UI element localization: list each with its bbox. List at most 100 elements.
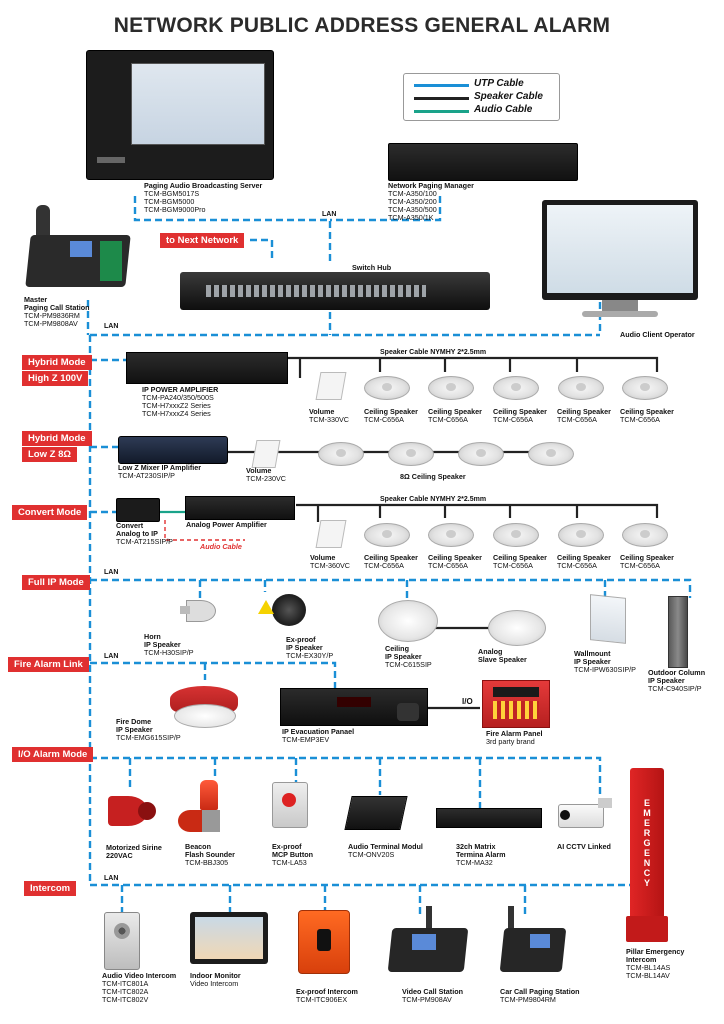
pillar-emergency-intercom-image: EMERGENCY xyxy=(626,768,668,944)
tag-hybrid-high-1: Hybrid Mode xyxy=(22,355,92,370)
ceiling-speaker-image xyxy=(388,442,434,466)
mcp-button-image xyxy=(272,782,308,828)
horn-speaker-image xyxy=(180,598,218,622)
ceiling-speaker-image xyxy=(428,523,474,547)
volume-control-icon xyxy=(315,520,347,548)
matrix-label: 32ch Matrix Termina Alarm TCM-MA32 xyxy=(456,842,506,867)
wallmount-label: Wallmount IP Speaker TCM-IPW630SIP/P xyxy=(574,649,636,674)
master-call-station-image xyxy=(20,205,131,290)
tag-full-ip: Full IP Mode xyxy=(22,575,90,590)
client-label: Audio Client Operator xyxy=(620,330,695,339)
exproof-horn-image xyxy=(258,592,308,628)
lan-label-full-ip: LAN xyxy=(104,569,119,576)
ceiling-speaker-image xyxy=(622,376,668,400)
tag-hybrid-high-2: High Z 100V xyxy=(22,371,89,386)
tag-io-alarm: I/O Alarm Mode xyxy=(12,747,94,762)
speaker-cable-high xyxy=(285,356,659,378)
server-screen xyxy=(131,63,265,145)
column-label: Outdoor Column IP Speaker TCM-C940SIP/P xyxy=(648,668,706,693)
video-call-label: Video Call Station TCM-PM908AV xyxy=(402,987,463,1004)
switch-label: Switch Hub xyxy=(352,263,392,272)
mcp-label: Ex-proof MCP Button TCM-LA53 xyxy=(272,842,313,867)
pillar-label: Pillar Emergency Intercom TCM-BL14AS TCM… xyxy=(626,947,685,980)
lan-cable-next xyxy=(250,238,274,262)
indoor-monitor-image xyxy=(190,912,268,964)
fire-alarm-panel-image xyxy=(482,680,550,728)
switch-hub-image xyxy=(180,272,490,310)
legend-speaker-label: Speaker Cable xyxy=(474,91,543,102)
legend-utp-swatch xyxy=(414,84,469,87)
client-monitor-image xyxy=(542,200,698,320)
hybrid-low-amp-label: Low Z Mixer IP Amplifier TCM-AT230SIP/P xyxy=(118,463,202,480)
audio-cable-note: Audio Cable xyxy=(200,542,242,551)
ceiling-speaker-image xyxy=(364,376,410,400)
audio-video-intercom-image xyxy=(104,912,140,970)
ceiling-speaker-image xyxy=(493,376,539,400)
converter-label: Convert Analog to IP TCM-AT215SIP/P xyxy=(116,521,173,546)
ceiling-speaker-image xyxy=(528,442,574,466)
ip-power-amplifier-image xyxy=(126,352,288,384)
siren-label: Motorized Sirine 220VAC xyxy=(106,843,162,860)
lan-label-fire: LAN xyxy=(104,653,119,660)
ceiling-speaker-image xyxy=(458,442,504,466)
lan-label-2: LAN xyxy=(104,323,119,330)
lan-label-top: LAN xyxy=(322,211,337,218)
fire-dome-speaker-image xyxy=(170,680,238,728)
audio-terminal-module-image xyxy=(344,796,408,830)
ceiling-ip-speaker-image xyxy=(378,600,438,642)
legend-audio-swatch xyxy=(414,110,469,113)
legend-utp-label: UTP Cable xyxy=(474,78,524,89)
convert-volume-label: Volume TCM-360VC xyxy=(310,553,350,570)
lan-cable-server xyxy=(133,196,332,262)
column-speaker-image xyxy=(668,596,688,668)
server-label: Paging Audio Broadcasting Server TCM-BGM… xyxy=(144,181,263,214)
fire-panel-label: Fire Alarm Panel 3rd party brand xyxy=(486,729,543,746)
cctv-camera-image xyxy=(558,798,614,828)
ceiling-speaker-image xyxy=(318,442,364,466)
wallmount-speaker-image xyxy=(590,594,626,644)
terminal-label: Audio Terminal Modul TCM-ONV20S xyxy=(348,842,423,859)
evac-panel-label: IP Evacuation Panael TCM-EMP3EV xyxy=(282,727,355,744)
paging-manager-image xyxy=(388,143,578,181)
convert-cable-note: Speaker Cable NYMHY 2*2.5mm xyxy=(380,496,487,503)
ceiling-speaker-image xyxy=(622,523,668,547)
analog-slave-speaker-image xyxy=(488,610,546,646)
broadcasting-server-image xyxy=(86,50,274,180)
analog-to-ip-converter-image xyxy=(116,498,160,522)
volume-control-icon xyxy=(251,440,281,468)
hybrid-low-volume-label: Volume TCM-230VC xyxy=(246,466,286,483)
lan-io xyxy=(90,756,602,798)
ceiling-speaker-image xyxy=(364,523,410,547)
emergency-text: EMERGENCY xyxy=(643,798,651,888)
cable-legend: UTP Cable Speaker Cable Audio Cable xyxy=(403,73,560,121)
ex-warning-icon xyxy=(258,600,274,614)
tag-hybrid-low-1: Hybrid Mode xyxy=(22,431,92,446)
matrix-alarm-image xyxy=(436,808,542,828)
hybrid-high-cable-note: Speaker Cable NYMHY 2*2.5mm xyxy=(380,349,487,356)
hybrid-high-volume-label: Volume TCM-330VC xyxy=(309,407,349,424)
lan-cable-manager xyxy=(330,196,442,222)
car-call-station-image xyxy=(498,906,568,976)
legend-speaker-swatch xyxy=(414,97,469,100)
io-link-label: I/O xyxy=(462,697,473,706)
video-call-station-image xyxy=(386,906,469,976)
lan-intercom xyxy=(90,860,652,887)
legend-audio-label: Audio Cable xyxy=(474,104,533,115)
cctv-label: AI CCTV Linked xyxy=(557,842,611,851)
audio-cable-legend-dash xyxy=(164,520,245,541)
ceiling-speaker-image xyxy=(493,523,539,547)
lan-full-ip xyxy=(90,578,692,598)
ceiling-speaker-image xyxy=(558,523,604,547)
analog-slave-label: Analog Slave Speaker xyxy=(478,647,527,664)
car-call-label: Car Call Paging Station TCM-PM9804RM xyxy=(500,987,580,1004)
tag-hybrid-low-2: Low Z 8Ω xyxy=(22,447,77,462)
audio-video-intercom-label: Audio Video Intercom TCM-ITC801A TCM-ITC… xyxy=(102,971,177,1004)
